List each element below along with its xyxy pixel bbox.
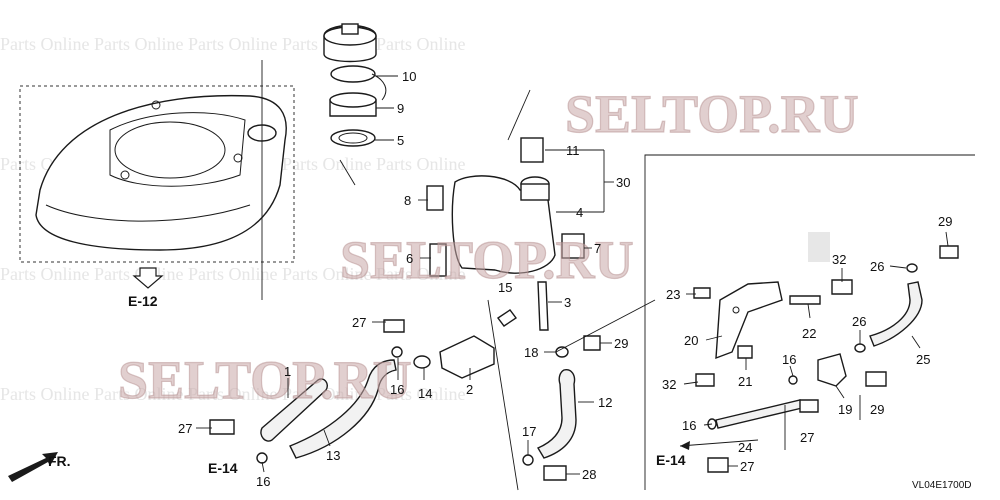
callout-5: 5 [397, 133, 404, 148]
fuel-cap-group [323, 23, 387, 186]
hose-13 [289, 359, 397, 459]
engine-cover-group [19, 60, 295, 300]
bracket-group [644, 154, 975, 490]
watermark-bottom: SELTOP.RU [118, 350, 412, 410]
fuel-tank-group [426, 89, 585, 331]
joint-2 [439, 335, 495, 379]
e14-left-label: E-14 [208, 460, 238, 476]
hose-12 [536, 369, 577, 459]
cover-dashed-box [19, 85, 295, 263]
callout-4: 4 [576, 205, 583, 220]
tank-pad-7 [561, 233, 585, 259]
callout-30: 30 [616, 175, 630, 190]
clip-27-lower [209, 419, 235, 435]
callout-16-bottom: 16 [256, 474, 270, 489]
watermark-middle: SELTOP.RU [340, 230, 634, 290]
clip-29-right [865, 371, 887, 387]
svg-text:Parts Online Parts Online: Parts Online Parts Online Parts Online P… [0, 264, 465, 284]
callout-11: 11 [566, 143, 580, 158]
clip-27-right [799, 399, 819, 413]
callout-27-right: 27 [800, 430, 814, 445]
callout-numbers: 10 9 5 11 30 8 4 6 7 3 15 27 29 18 2 16 … [178, 69, 952, 489]
callout-26-top: 26 [870, 259, 884, 274]
callout-12: 12 [598, 395, 612, 410]
hose-1 [260, 378, 328, 442]
callout-6: 6 [406, 251, 413, 266]
callout-23: 23 [666, 287, 680, 302]
callout-15: 15 [498, 280, 512, 295]
tank-pad-6 [429, 243, 447, 277]
callout-28: 28 [582, 467, 596, 482]
callout-leaders [196, 75, 949, 475]
engine-cover [35, 94, 287, 251]
clamp-14 [413, 355, 431, 369]
callout-27-left: 27 [352, 315, 366, 330]
clip-27-bottom [707, 457, 729, 473]
bolt-22 [789, 295, 821, 305]
bracket-20 [715, 281, 783, 360]
strainer [520, 137, 544, 163]
bolt-23 [693, 287, 711, 299]
callout-1: 1 [284, 364, 291, 379]
callout-9: 9 [397, 101, 404, 116]
clip-27-left [383, 319, 405, 333]
cap-ring [330, 129, 376, 147]
callout-24: 24 [738, 440, 752, 455]
callout-13: 13 [326, 448, 340, 463]
svg-text:Parts Online Parts Online: Parts Online Parts Online Parts Online P… [0, 34, 465, 54]
bolt-15 [496, 309, 518, 327]
valve-19 [817, 353, 847, 387]
front-indicator: FR. [8, 452, 71, 482]
hose-25 [869, 281, 923, 347]
callout-27-bottom: 27 [740, 459, 754, 474]
left-hoses-group [209, 299, 656, 491]
callout-16-left: 16 [390, 382, 404, 397]
pipe-24 [715, 399, 803, 429]
clip-29-mid [583, 335, 601, 351]
callout-14: 14 [418, 386, 432, 401]
callout-29-mid: 29 [614, 336, 628, 351]
callout-32-upper: 32 [832, 252, 846, 267]
fuel-fitting-3 [537, 281, 549, 331]
watermark-top: SELTOP.RU [565, 84, 859, 144]
callout-10: 10 [402, 69, 416, 84]
callout-18: 18 [524, 345, 538, 360]
callout-16-lower-right: 16 [682, 418, 696, 433]
clip-28 [543, 465, 567, 481]
callout-27-lower: 27 [178, 421, 192, 436]
callout-21: 21 [738, 374, 752, 389]
callout-17: 17 [522, 424, 536, 439]
cap-seal-tether [330, 65, 376, 83]
svg-text:Parts Online Parts Online: Parts Online Parts Online Parts Online P… [0, 384, 465, 404]
bolt-21 [737, 345, 753, 359]
bracket-box-frame [644, 154, 975, 490]
bolt-32-lower [695, 373, 715, 387]
diagram-code: VL04E1700D [912, 480, 972, 491]
callout-29-top: 29 [938, 214, 952, 229]
callout-3: 3 [564, 295, 571, 310]
front-label: FR. [48, 453, 71, 469]
callout-20: 20 [684, 333, 698, 348]
callout-22: 22 [802, 326, 816, 341]
callout-29-right: 29 [870, 402, 884, 417]
callout-19: 19 [838, 402, 852, 417]
callout-8: 8 [404, 193, 411, 208]
callout-26-right: 26 [852, 314, 866, 329]
e14-right-label: E-14 [656, 452, 686, 468]
callout-2: 2 [466, 382, 473, 397]
e12-label: E-12 [128, 293, 158, 309]
callout-25: 25 [916, 352, 930, 367]
bolt-32-upper [831, 279, 853, 295]
clip-29-top [939, 245, 959, 259]
e12-reference: E-12 [128, 267, 164, 309]
callout-16-right: 16 [782, 352, 796, 367]
callout-7: 7 [594, 241, 601, 256]
tank-pad-8 [426, 185, 444, 211]
callout-32-lower: 32 [662, 377, 676, 392]
